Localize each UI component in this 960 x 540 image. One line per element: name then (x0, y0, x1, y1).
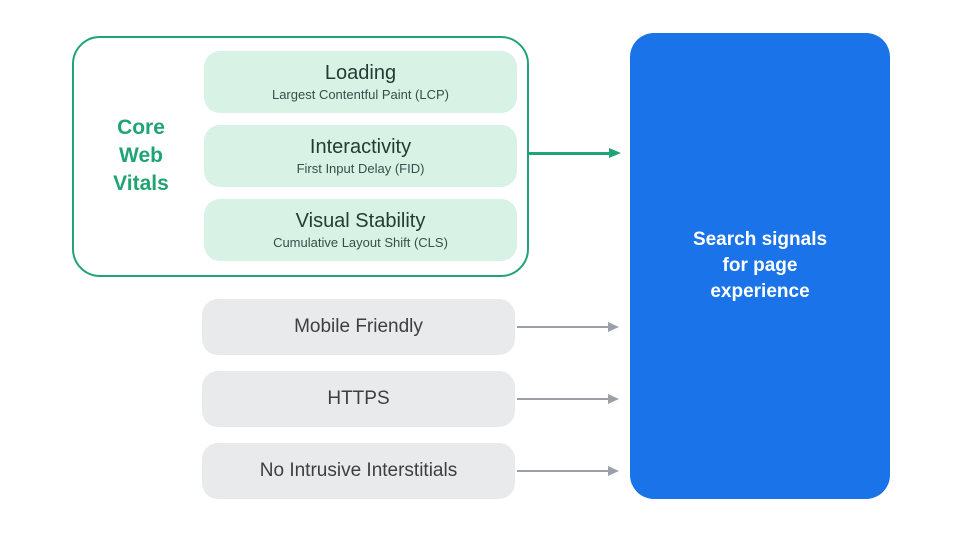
core-web-vitals-label: Core Web Vitals (113, 116, 169, 195)
metric-interactivity-title: Interactivity (309, 136, 412, 158)
metric-visual-stability-subtitle: Cumulative Layout Shift (CLS) (273, 235, 448, 250)
metric-loading-title: Loading (324, 62, 397, 84)
metric-interactivity: Interactivity First Input Delay (FID) (204, 125, 517, 187)
signal-https: HTTPS (202, 371, 515, 427)
search-signals-box: Search signals for page experience (630, 33, 890, 499)
https-arrow (517, 394, 619, 404)
signal-no-intrusive-interstitials-label: No Intrusive Interstitials (259, 460, 458, 481)
metric-visual-stability-title: Visual Stability (295, 210, 426, 232)
signal-mobile-friendly: Mobile Friendly (202, 299, 515, 355)
core-web-vitals-group: Core Web Vitals Loading Largest Contentf… (72, 36, 529, 277)
metric-loading: Loading Largest Contentful Paint (LCP) (204, 51, 517, 113)
metric-visual-stability: Visual Stability Cumulative Layout Shift… (204, 199, 517, 261)
signal-https-label: HTTPS (327, 388, 390, 409)
no-intrusive-interstitials-arrow (517, 466, 619, 476)
core-web-vitals-arrow (529, 148, 621, 157)
metric-loading-subtitle: Largest Contentful Paint (LCP) (271, 87, 450, 102)
signal-no-intrusive-interstitials: No Intrusive Interstitials (202, 443, 515, 499)
signal-mobile-friendly-label: Mobile Friendly (294, 316, 423, 337)
metric-interactivity-subtitle: First Input Delay (FID) (296, 161, 425, 176)
mobile-friendly-arrow (517, 322, 619, 332)
search-signals-label: Search signals for page experience (692, 229, 828, 302)
